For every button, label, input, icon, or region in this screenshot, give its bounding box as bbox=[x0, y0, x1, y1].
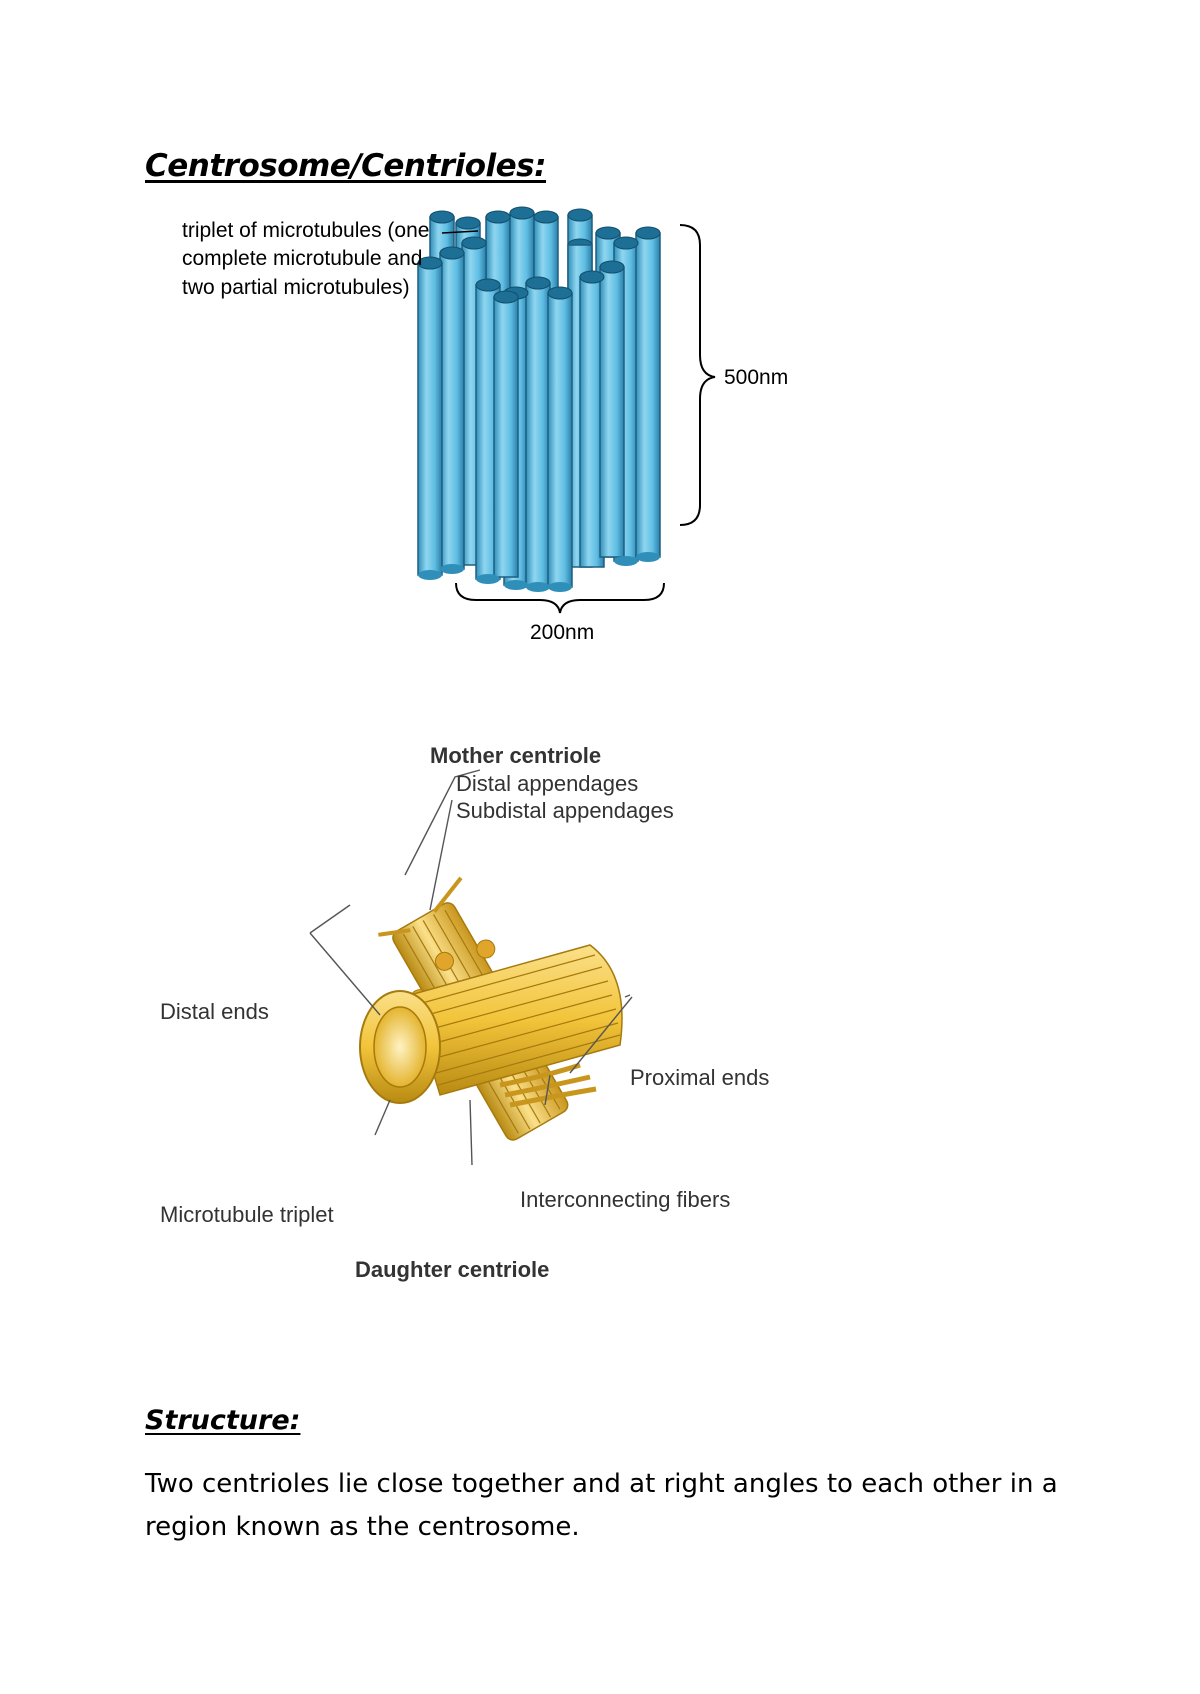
triplet-label-line1: triplet of microtubules (one bbox=[182, 219, 429, 242]
label-subdistal-appendages: Subdistal appendages bbox=[456, 798, 674, 823]
label-mother-centriole: Mother centriole bbox=[430, 743, 601, 768]
structure-heading: Structure: bbox=[145, 1405, 301, 1436]
page-title: Centrosome/Centrioles: bbox=[145, 148, 547, 184]
width-label: 200nm bbox=[530, 621, 594, 644]
leader-lines bbox=[309, 769, 633, 1166]
label-distal-appendages: Distal appendages bbox=[456, 771, 638, 796]
structure-paragraph: Two centrioles lie close together and at… bbox=[145, 1469, 1058, 1542]
label-interconnecting-fibers: Interconnecting fibers bbox=[520, 1187, 730, 1212]
centriole-pair-svg: Mother centriole Distal appendages Subdi… bbox=[160, 743, 769, 1282]
front-microtubules bbox=[418, 260, 660, 592]
height-label: 500nm bbox=[724, 366, 788, 389]
width-brace bbox=[455, 582, 665, 614]
height-brace bbox=[679, 224, 716, 526]
centriole-svg: triplet of microtubules (one complete mi… bbox=[182, 206, 788, 644]
triplet-label-line3: two partial microtubules) bbox=[182, 276, 410, 299]
label-distal-ends: Distal ends bbox=[160, 999, 269, 1024]
daughter-centriole bbox=[359, 944, 623, 1104]
label-proximal-ends: Proximal ends bbox=[630, 1065, 769, 1090]
triplet-leader-line bbox=[441, 230, 479, 234]
label-daughter-centriole: Daughter centriole bbox=[355, 1257, 549, 1282]
label-microtubule-triplet: Microtubule triplet bbox=[160, 1202, 334, 1227]
interconnecting-fibers bbox=[499, 1062, 597, 1108]
centriole-pair-diagram: Mother centriole Distal appendages Subdi… bbox=[150, 743, 910, 1315]
centriole-diagram: triplet of microtubules (one complete mi… bbox=[160, 205, 860, 705]
triplet-label-line2: complete microtubule and bbox=[182, 247, 422, 270]
